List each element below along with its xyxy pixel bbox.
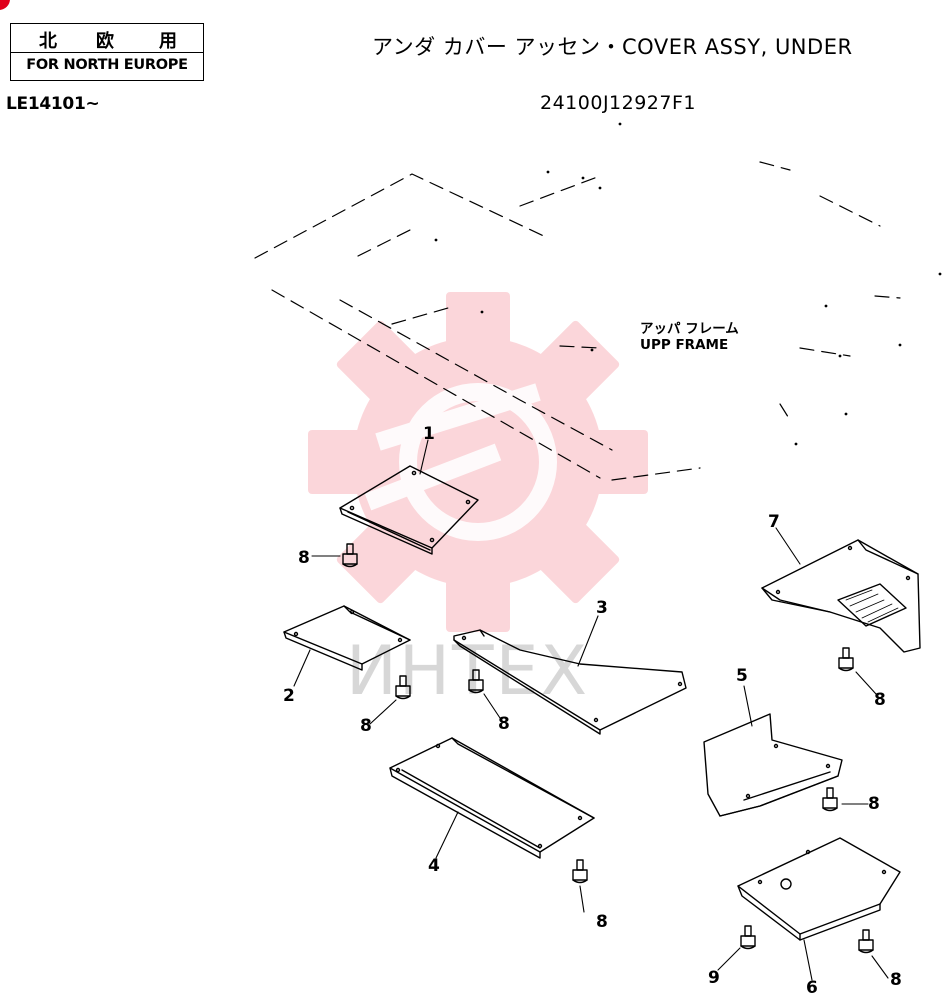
- callout-4: 4: [428, 856, 440, 876]
- callout-8: 8: [360, 716, 372, 736]
- callout-2: 2: [283, 686, 295, 706]
- frame-dots: [434, 122, 942, 446]
- part-4-cover: [389, 737, 595, 859]
- part-1-cover: [339, 465, 479, 555]
- region-box: 北 欧 用 FOR NORTH EUROPE: [10, 23, 204, 81]
- callout-7: 7: [768, 512, 780, 532]
- part-2-cover: [283, 605, 411, 671]
- callout-5: 5: [736, 666, 748, 686]
- region-en: FOR NORTH EUROPE: [26, 57, 188, 73]
- upper-frame-label: アッパ フレーム UPP FRAME: [640, 321, 739, 353]
- part-6-cover: [737, 837, 901, 941]
- region-jp-char: 北: [39, 31, 57, 52]
- upper-frame-label-jp: アッパ フレーム: [640, 321, 739, 337]
- callout-3: 3: [596, 598, 608, 618]
- upper-frame-outline: [254, 161, 901, 481]
- leader-lines: [293, 439, 889, 981]
- callout-9: 9: [708, 968, 720, 988]
- callout-8: 8: [298, 548, 310, 568]
- part-number: 24100J12927F1: [540, 92, 697, 114]
- callout-8: 8: [890, 970, 902, 990]
- callout-8: 8: [596, 912, 608, 932]
- region-jp-char: 用: [159, 31, 177, 52]
- upper-frame-label-en: UPP FRAME: [640, 337, 729, 353]
- callout-8: 8: [868, 794, 880, 814]
- region-divider: [11, 52, 203, 53]
- part-7-cover: [761, 539, 921, 653]
- bolts: [342, 543, 874, 954]
- part-7-hatch: [845, 589, 899, 623]
- callout-8: 8: [874, 690, 886, 710]
- part-3-cover: [453, 629, 687, 735]
- page-title: アンダ カバー アッセン・COVER ASSY, UNDER: [372, 35, 853, 59]
- callout-6: 6: [806, 978, 818, 998]
- part-5-cover: [703, 713, 843, 817]
- serial-range: LE14101~: [6, 94, 100, 114]
- callout-1: 1: [423, 424, 435, 444]
- corner-badge: [0, 0, 10, 10]
- callout-8: 8: [498, 714, 510, 734]
- region-jp-char: 欧: [96, 31, 114, 52]
